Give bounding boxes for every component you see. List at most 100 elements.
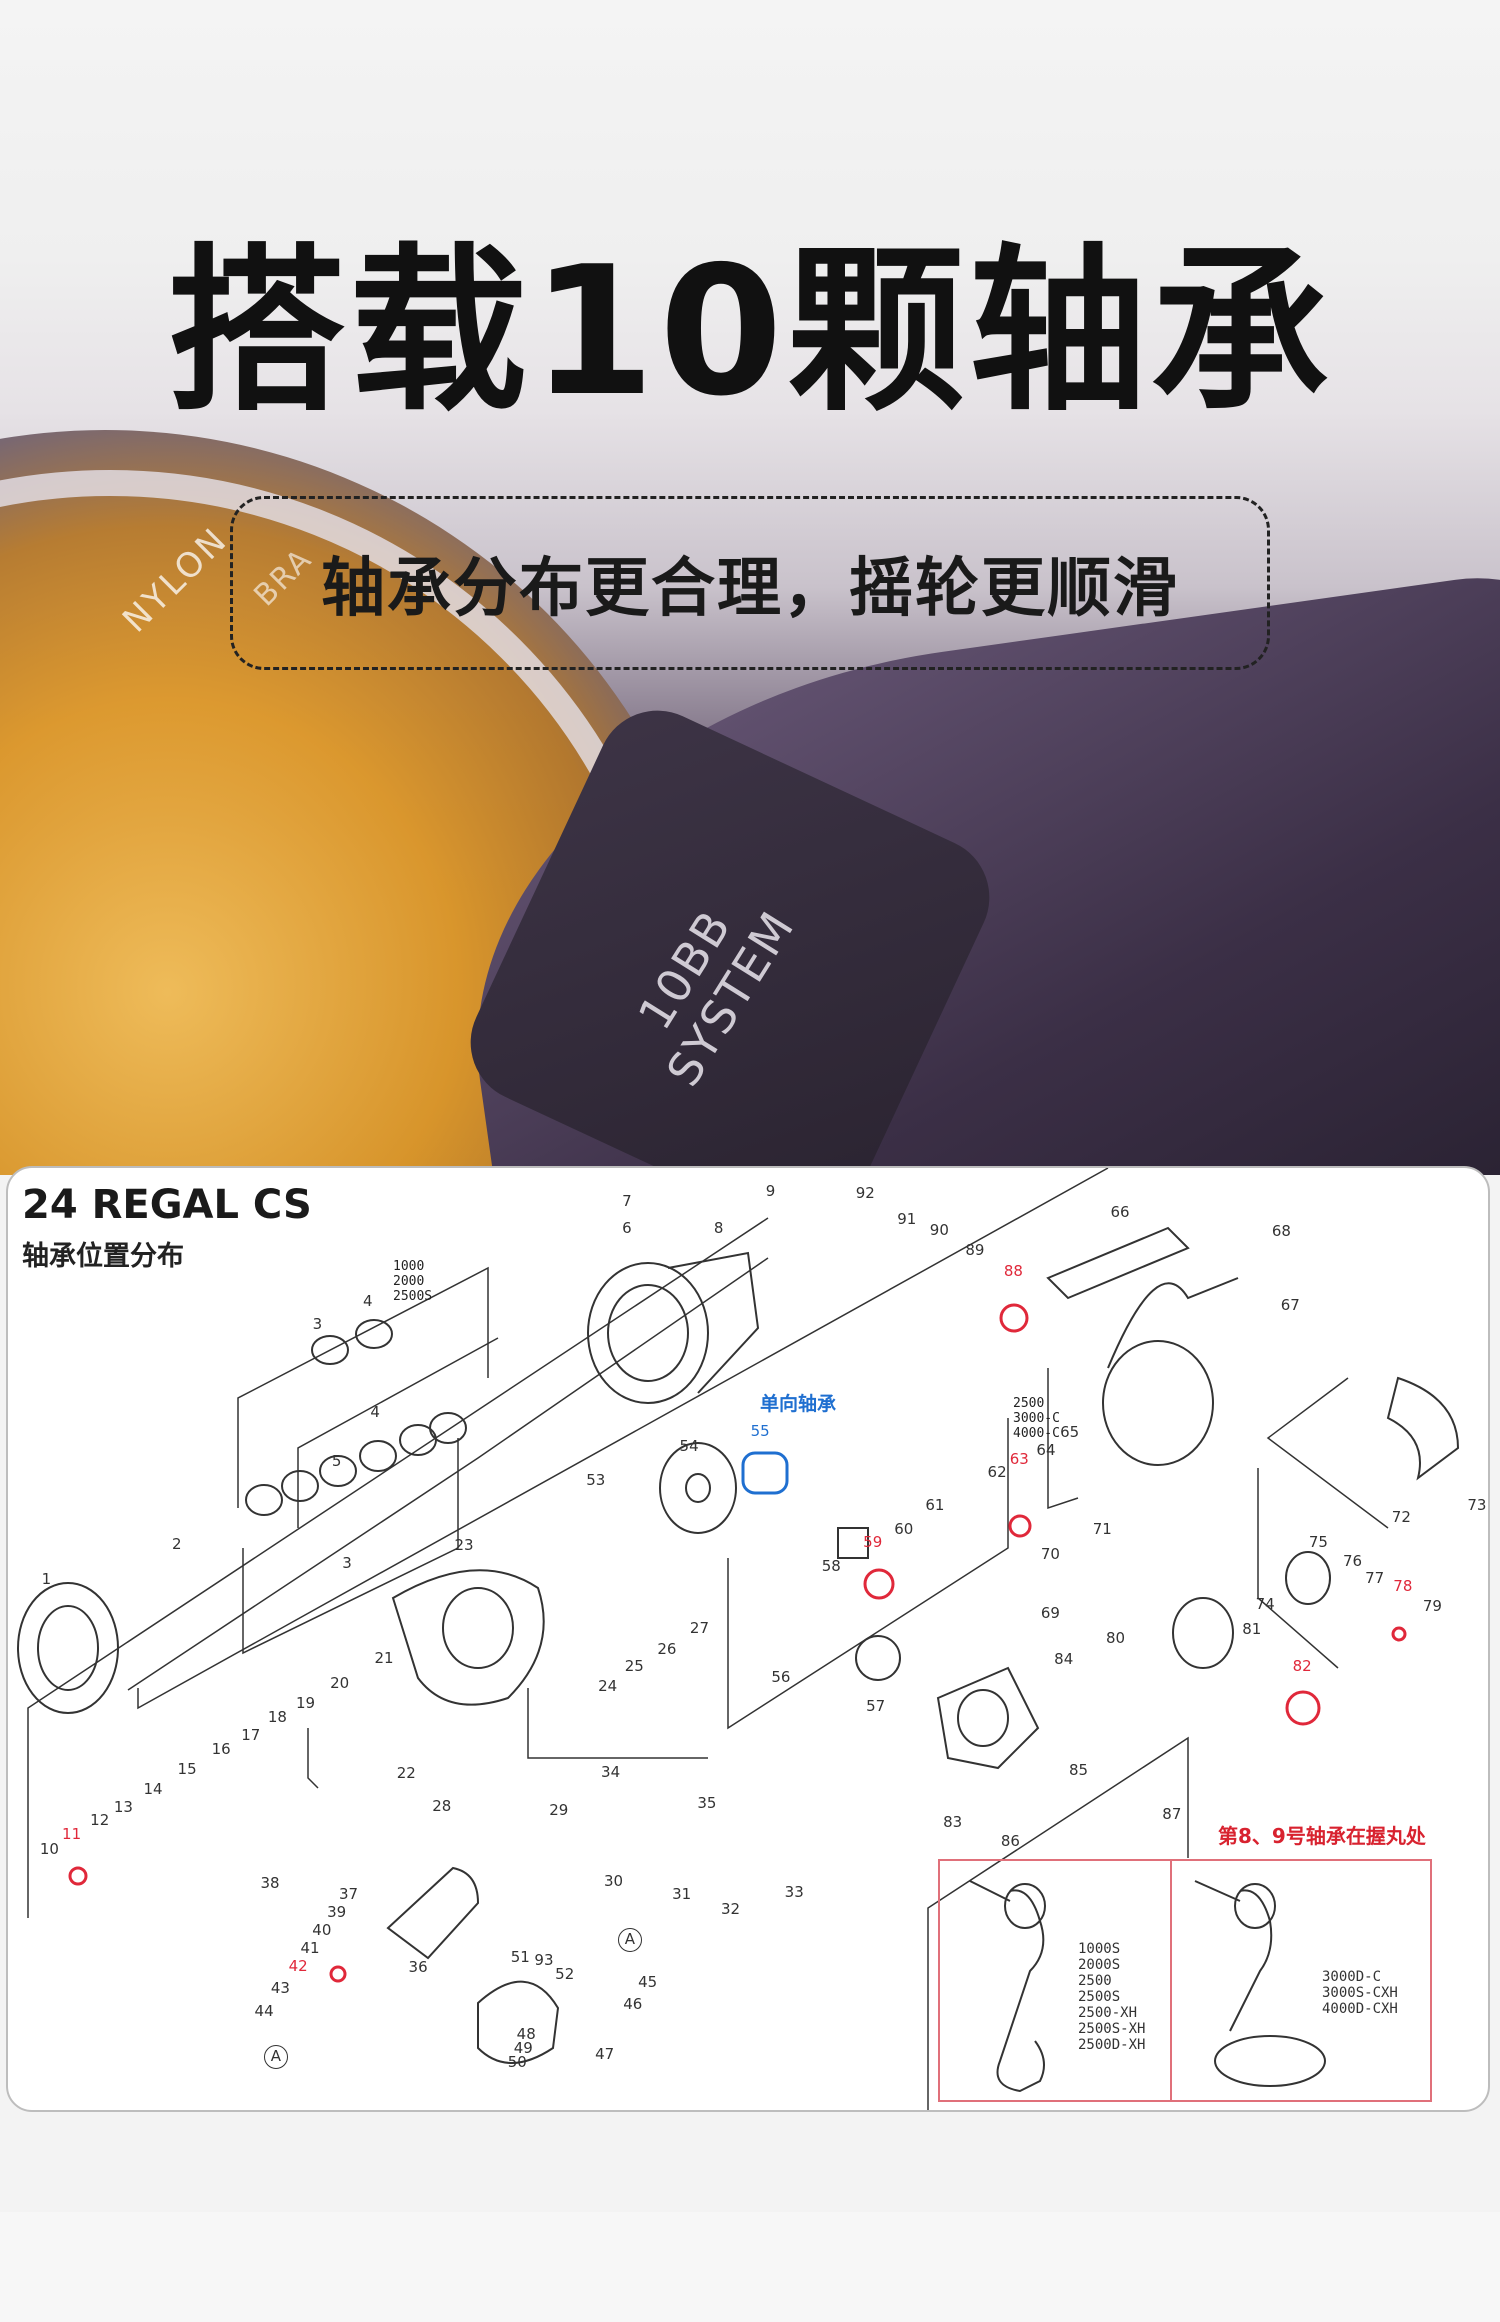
handle-drawings [969,1880,1326,2093]
part-number-label: 32 [721,1900,741,1919]
part-number-label: 76 [1342,1552,1363,1571]
part-number-label: 67 [1280,1296,1300,1315]
part-number-label: 20 [330,1673,350,1692]
part-number-label: 80 [1106,1629,1126,1648]
part-number-label: 2 [171,1534,182,1553]
part-number-label: 15 [177,1759,197,1778]
part-number-label: 43 [270,1978,290,1997]
part-number-label: 22 [396,1764,416,1783]
spool-size-list: 1000 2000 2500S [393,1259,433,1304]
bearing-highlights [68,1303,1407,1983]
exploded-diagram [17,1168,1460,2110]
part-number-label: 28 [432,1796,452,1815]
part-number-label: 82 [1292,1657,1312,1676]
part-number-label: 93 [534,1950,554,1969]
part-number-label: 14 [143,1780,163,1799]
bottom-spacer [0,2212,1500,2322]
part-number-label: 51 [510,1947,530,1966]
part-number-label: 70 [1040,1544,1060,1563]
part-number-label: 66 [1110,1202,1130,1221]
part-number-label: 91 [897,1210,917,1229]
part-number-label: 71 [1092,1519,1112,1538]
part-number-label: 6 [622,1219,632,1238]
part-number-label: 30 [604,1872,624,1891]
part-number-label: 1 [41,1570,52,1589]
part-number-label: 26 [657,1639,677,1658]
part-number-label: 47 [595,2045,615,2064]
part-number-label: A [263,2045,288,2070]
part-number-label: 39 [327,1903,347,1922]
part-number-label: 23 [454,1535,474,1554]
part-number-label: 4 [362,1291,373,1310]
part-number-label: 38 [260,1873,280,1892]
part-number-label: 42 [288,1956,308,1975]
part-number-label: 11 [62,1824,82,1843]
part-number-label: 4 [370,1402,380,1421]
part-number-label: 45 [638,1972,658,1991]
part-number-label: 55 [750,1421,770,1440]
part-number-label: 3 [312,1315,323,1334]
handle-variants-box: 1000S 2000S 2500 2500S 2500-XH 2500S-XH … [938,1859,1432,2102]
page-title: 搭载10颗轴承 [167,228,1333,435]
part-number-label: 18 [267,1707,287,1726]
one-way-bearing-note: 单向轴承 [760,1393,837,1415]
part-number-label: 44 [254,2002,274,2021]
part-number-label: 31 [672,1885,692,1904]
part-number-label: 21 [374,1648,394,1667]
parts-diagram-panel: 24 REGAL CS 轴承位置分布 1000 2000 2500S 2500 … [6,1166,1490,2112]
part-number-label: 49 [513,2039,533,2058]
part-number-label: 17 [241,1725,261,1744]
part-number-label: 54 [679,1436,699,1455]
rotor-size-list: 2500 3000-C 4000-C [1013,1396,1060,1441]
part-number-label: 81 [1242,1620,1262,1639]
part-number-label: 27 [689,1618,709,1637]
part-number-label: 85 [1068,1761,1089,1780]
part-number-label: 50 [507,2052,527,2071]
part-number-label: 77 [1365,1568,1385,1587]
part-number-label: 74 [1255,1595,1275,1614]
part-number-label: 10 [39,1839,59,1858]
part-number-label: 92 [855,1183,875,1202]
part-number-label: 7 [622,1192,632,1211]
part-number-label: 60 [894,1519,914,1538]
part-number-label: 35 [697,1793,717,1812]
part-number-label: 52 [555,1965,575,1984]
handle-left-sizes: 1000S 2000S 2500 2500S 2500-XH 2500S-XH … [1078,1941,1146,2053]
handle-bearing-note: 第8、9号轴承在握丸处 [1218,1824,1426,1848]
handle-right-sizes: 3000D-C 3000S-CXH 4000D-CXH [1322,1969,1398,2017]
part-number-label: 34 [601,1762,621,1781]
handle-divider [1170,1861,1172,2100]
part-number-label: 89 [965,1241,985,1260]
part-number-label: 73 [1467,1496,1487,1514]
part-number-label: 5 [331,1451,342,1470]
part-number-label: 16 [211,1740,231,1759]
part-number-label: 41 [300,1938,320,1957]
part-number-label: 33 [784,1882,804,1901]
part-number-label: 61 [925,1496,945,1514]
part-number-label: 84 [1054,1650,1074,1668]
part-number-label: 46 [623,1995,643,2014]
subtitle: 轴承分布更合理，摇轮更顺滑 [321,552,1179,626]
part-number-label: 63 [1009,1450,1029,1469]
part-number-label: 87 [1162,1805,1182,1824]
part-shapes [17,1226,1460,2064]
part-number-label: 25 [624,1657,644,1676]
subtitle-box: 轴承分布更合理，摇轮更顺滑 [230,496,1270,670]
part-number-label: 59 [863,1533,883,1552]
part-number-label: 88 [1003,1262,1023,1281]
part-number-label: 8 [713,1219,724,1238]
part-number-label: 65 [1060,1423,1080,1442]
part-number-label: 13 [113,1798,133,1817]
part-number-label: 19 [296,1694,316,1713]
part-number-label: 69 [1040,1604,1060,1623]
diagram-title: 24 REGAL CS [22,1182,312,1228]
part-number-label: 78 [1393,1577,1413,1596]
part-number-label: 37 [338,1885,359,1904]
part-number-label: 79 [1422,1596,1442,1615]
part-number-label: 64 [1036,1441,1056,1460]
hero-banner: NYLON BRA 10BB SYSTEM 搭载10颗轴承 轴承分布更合理，摇轮… [0,0,1500,1175]
part-number-label: 24 [598,1676,618,1695]
part-number-label: 53 [586,1470,606,1489]
part-number-label: 57 [866,1697,886,1716]
part-number-label: 29 [549,1801,569,1820]
